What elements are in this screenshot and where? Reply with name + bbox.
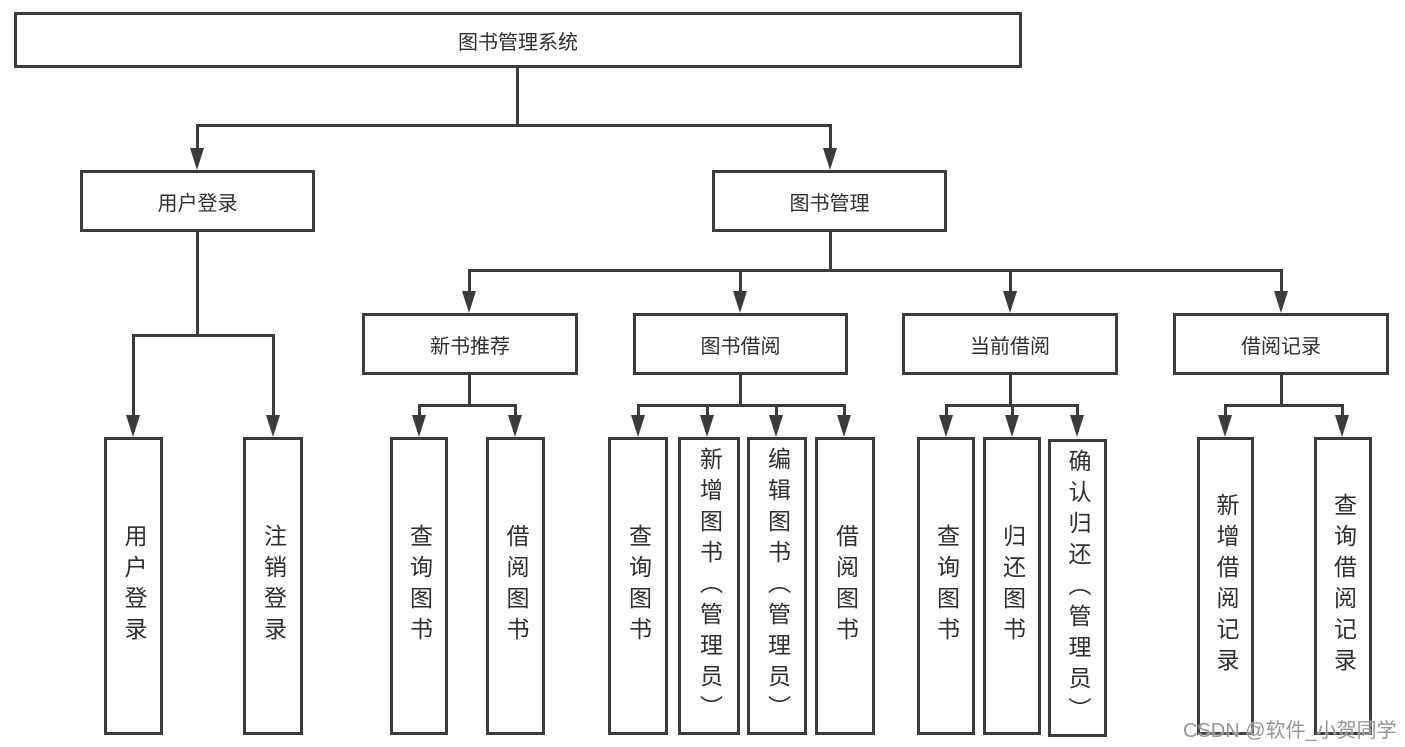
arrowhead-icon <box>1335 415 1349 437</box>
connector-line <box>1009 375 1012 407</box>
connector-line <box>468 269 471 295</box>
node-new-book-recommend: 新书推荐 <box>362 313 578 375</box>
node-borrow-records: 借阅记录 <box>1173 313 1389 375</box>
node-leaf-query-borrow-record: 查询借阅记录 <box>1314 437 1372 735</box>
node-leaf-edit-books-admin: 编辑图书（管理员） <box>747 437 807 735</box>
arrowhead-icon <box>1274 291 1288 313</box>
connector-line <box>829 232 832 272</box>
node-leaf-confirm-return-admin: 确认归还（管理员） <box>1048 439 1107 737</box>
node-leaf-add-borrow-record-label: 新增借阅记录 <box>1213 493 1239 679</box>
connector-line <box>1224 404 1344 407</box>
connector-line <box>418 404 517 407</box>
node-leaf-query-books-current-label: 查询图书 <box>933 524 960 648</box>
node-leaf-user-login: 用户登录 <box>104 437 163 735</box>
connector-line <box>1011 404 1014 419</box>
connector-line <box>1280 375 1283 407</box>
node-leaf-borrow-books-recommend-label: 借阅图书 <box>503 524 529 648</box>
connector-line <box>1224 404 1227 419</box>
connector-line <box>196 124 199 152</box>
node-user-login-label: 用户登录 <box>157 192 238 215</box>
connector-line <box>1341 404 1344 419</box>
node-leaf-query-borrow-record-label: 查询借阅记录 <box>1330 493 1357 679</box>
arrowhead-icon <box>837 415 851 437</box>
arrowhead-icon <box>190 148 204 170</box>
connector-line <box>775 404 778 419</box>
node-leaf-query-books-recommend: 查询图书 <box>390 437 448 735</box>
arrowhead-icon <box>631 415 645 437</box>
connector-line <box>1009 269 1012 295</box>
arrowhead-icon <box>412 415 426 437</box>
connector-line <box>637 404 640 419</box>
node-leaf-add-borrow-record: 新增借阅记录 <box>1197 437 1254 735</box>
arrowhead-icon <box>700 415 714 437</box>
connector-line <box>829 124 832 152</box>
connector-line <box>132 334 135 419</box>
node-leaf-return-books: 归还图书 <box>983 437 1041 735</box>
node-leaf-add-books-admin-label: 新增图书（管理员） <box>696 446 723 726</box>
arrowhead-icon <box>508 415 522 437</box>
connector-line <box>945 404 948 419</box>
arrowhead-icon <box>266 415 280 437</box>
node-library-system-label: 图书管理系统 <box>458 31 578 54</box>
connector-line <box>739 269 742 295</box>
node-leaf-add-books-admin: 新增图书（管理员） <box>678 437 740 735</box>
connector-line <box>516 68 519 126</box>
arrowhead-icon <box>1005 415 1019 437</box>
csdn-watermark: CSDN @软件_小贺同学 <box>1183 720 1397 742</box>
node-leaf-logout-label: 注销登录 <box>260 524 287 648</box>
connector-line <box>739 375 742 407</box>
node-current-borrowing: 当前借阅 <box>902 313 1118 375</box>
connector-line <box>706 404 709 419</box>
node-new-book-recommend-label: 新书推荐 <box>430 335 510 358</box>
connector-line <box>468 375 471 407</box>
arrowhead-icon <box>1003 291 1017 313</box>
node-borrow-records-label: 借阅记录 <box>1241 335 1321 358</box>
arrowhead-icon <box>823 148 837 170</box>
arrowhead-icon <box>939 415 953 437</box>
node-leaf-edit-books-admin-label: 编辑图书（管理员） <box>764 446 791 726</box>
node-book-borrowing-label: 图书借阅 <box>700 335 781 358</box>
node-leaf-query-books-borrowing: 查询图书 <box>608 437 668 735</box>
node-user-login: 用户登录 <box>80 170 315 232</box>
node-leaf-query-books-current: 查询图书 <box>917 437 975 735</box>
arrowhead-icon <box>1218 415 1232 437</box>
arrowhead-icon <box>769 415 783 437</box>
node-leaf-borrow-books-label: 借阅图书 <box>832 524 859 648</box>
arrowhead-icon <box>462 291 476 313</box>
connector-line <box>196 232 199 337</box>
node-leaf-borrow-books-recommend: 借阅图书 <box>486 437 545 735</box>
arrowhead-icon <box>733 291 747 313</box>
connector-line <box>196 124 831 127</box>
node-book-management: 图书管理 <box>712 170 947 232</box>
connector-line <box>272 334 275 419</box>
node-book-management-label: 图书管理 <box>789 192 870 215</box>
node-library-system: 图书管理系统 <box>14 12 1022 68</box>
node-book-borrowing: 图书借阅 <box>633 313 848 375</box>
node-leaf-borrow-books: 借阅图书 <box>815 437 875 735</box>
connector-line <box>843 404 846 419</box>
connector-line <box>637 404 844 407</box>
arrowhead-icon <box>1070 415 1084 437</box>
node-leaf-logout: 注销登录 <box>243 437 303 735</box>
connector-line <box>514 404 517 419</box>
node-leaf-confirm-return-admin-label: 确认归还（管理员） <box>1065 448 1091 728</box>
node-leaf-query-books-borrowing-label: 查询图书 <box>625 524 652 648</box>
node-current-borrowing-label: 当前借阅 <box>970 335 1050 358</box>
connector-line <box>132 334 274 337</box>
node-leaf-return-books-label: 归还图书 <box>999 524 1026 648</box>
arrowhead-icon <box>126 415 140 437</box>
connector-line <box>468 269 1282 272</box>
connector-line <box>1280 269 1283 295</box>
connector-line <box>418 404 421 419</box>
connector-line <box>1076 404 1079 419</box>
node-leaf-query-books-recommend-label: 查询图书 <box>406 524 433 648</box>
node-leaf-user-login-label: 用户登录 <box>121 524 147 648</box>
